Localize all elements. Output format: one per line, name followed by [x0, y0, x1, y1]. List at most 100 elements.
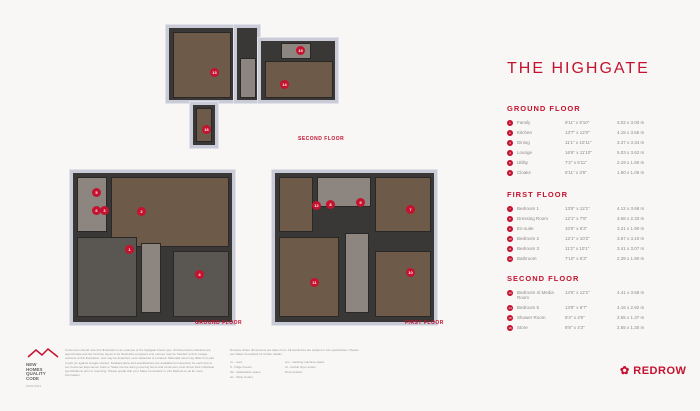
dimension-note: Denotes where dimensions are taken from.…	[230, 348, 359, 357]
title: THE HIGHGATE	[507, 60, 650, 77]
room-marker: 3	[100, 206, 109, 215]
room-marker: 11	[310, 278, 319, 287]
room-number-badge: 6	[507, 170, 513, 176]
room-name: Bathroom	[517, 256, 537, 261]
room-imperial: 13'7" x 12'0"	[565, 130, 590, 135]
room-metric: 2.65 x 1.30 m	[617, 325, 645, 330]
room-number-badge: 13	[507, 290, 513, 296]
floor-heading: SECOND FLOOR	[507, 274, 580, 283]
room-marker: 12	[312, 201, 321, 210]
room-metric: 2.19 x 1.80 m	[617, 160, 645, 165]
legend-item: Roof window	[285, 370, 303, 374]
room-imperial: 14'5" x 12'1"	[565, 290, 590, 295]
room-name: Shower Room	[517, 315, 546, 320]
room-imperial: 10'6" x 6'3"	[565, 226, 588, 231]
room-row: 1 Family 9'11" x 9'10" 3.02 x 3.00 m	[507, 120, 692, 130]
room-imperial: 11'2" x 10'1"	[565, 246, 590, 251]
room-number-badge: 9	[507, 226, 513, 232]
room-number-badge: 1	[507, 120, 513, 126]
room-number-badge: 7	[507, 206, 513, 212]
room-number-badge: 8	[507, 216, 513, 222]
room-row: 2 Kitchen 13'7" x 12'0" 4.15 x 3.65 m	[507, 130, 692, 140]
date: 01/01/2023	[26, 384, 42, 389]
room-imperial: 12'1" x 7'8"	[565, 216, 588, 221]
room-marker: 10	[406, 268, 415, 277]
room-imperial: 7'10" x 6'3"	[565, 256, 588, 261]
room-imperial: 13'8" x 9'7"	[565, 305, 588, 310]
room-marker: 2	[137, 207, 146, 216]
room-metric: 4.12 x 3.68 m	[617, 206, 645, 211]
room-name: Cloaks	[517, 170, 531, 175]
room-number-badge: 4	[507, 150, 513, 156]
stairs	[141, 243, 161, 313]
room-metric: 1.80 x 1.06 m	[617, 170, 645, 175]
room-metric: 3.21 x 1.90 m	[617, 226, 645, 231]
legend-item: ov - oven	[230, 360, 243, 364]
room-name: Family	[517, 120, 531, 125]
floor-heading: FIRST FLOOR	[507, 190, 568, 199]
second-floor-plan-center	[234, 25, 260, 103]
stairs	[345, 233, 369, 313]
legend-item: wm - washing machine space	[285, 360, 325, 364]
nhqc-word: NEW	[26, 362, 37, 367]
room-metric: 2.55 x 1.37 m	[617, 315, 645, 320]
room-metric: 4.15 x 3.65 m	[617, 130, 645, 135]
room-imperial: 7'2" x 5'11"	[565, 160, 587, 165]
room-metric: 3.67 x 3.10 m	[617, 236, 645, 241]
first-floor-plan	[272, 170, 437, 325]
room	[375, 177, 431, 232]
room-imperial: 16'6" x 11'10"	[565, 150, 592, 155]
nhqc-word: CODE	[26, 375, 40, 381]
room	[173, 32, 231, 98]
room-marker: 1	[125, 245, 134, 254]
room-metric: 3.37 x 3.34 m	[617, 140, 645, 145]
room-name: Bedroom 3	[517, 246, 540, 251]
legend-item: td - tumble dryer space	[285, 365, 316, 369]
room-marker: 14	[280, 80, 289, 89]
plan-label-first: FIRST FLOOR	[405, 320, 444, 326]
room-imperial: 8'8" x 4'3"	[565, 325, 585, 330]
room-marker: 7	[406, 205, 415, 214]
room-number-badge: 12	[507, 256, 513, 262]
room-metric: 3.02 x 3.00 m	[617, 120, 645, 125]
room	[279, 237, 339, 317]
room	[173, 251, 229, 317]
room-number-badge: 14	[507, 305, 513, 311]
legend-item: wc - Wine Cooler	[230, 375, 253, 379]
room-metric: 2.39 x 1.90 m	[617, 256, 645, 261]
room	[279, 177, 313, 232]
room-imperial: 9'11" x 9'10"	[565, 120, 590, 125]
room-number-badge: 10	[507, 236, 513, 242]
legend-item: dw - dishwasher space	[230, 370, 261, 374]
legend: ov - oven wm - washing machine space ff - …	[230, 360, 340, 379]
room-name: Lounge	[517, 150, 533, 155]
room-imperial: 13'6" x 12'1"	[565, 206, 590, 211]
room-number-badge: 15	[507, 315, 513, 321]
room	[77, 177, 107, 232]
room-number-badge: 16	[507, 325, 513, 331]
room-name: Bedroom 2	[517, 236, 540, 241]
room-marker: 6	[92, 206, 101, 215]
room-marker: 9	[356, 198, 365, 207]
room-name: En-suite	[517, 226, 534, 231]
plan-label-second: SECOND FLOOR	[298, 136, 345, 142]
room-name: Bedroom 5	[517, 305, 540, 310]
room-number-badge: 2	[507, 130, 513, 136]
room-name: Kitchen	[517, 130, 533, 135]
room-marker: 16	[202, 125, 211, 134]
legend-item: ff - fridge freezer	[230, 365, 252, 369]
room	[265, 61, 333, 98]
room-row: 12 Bathroom 7'10" x 6'3" 2.39 x 1.90 m	[507, 256, 692, 266]
